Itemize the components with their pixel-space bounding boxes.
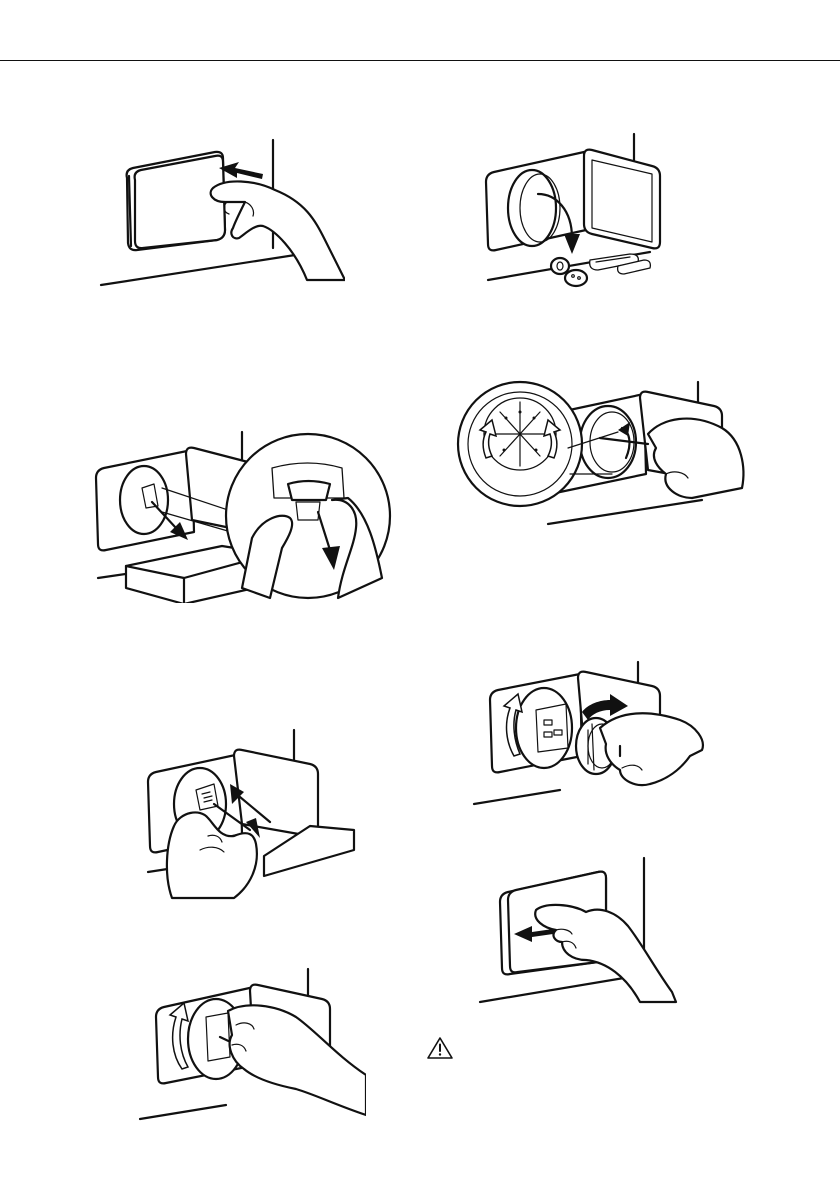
step-8-close-flap-illustration (476, 852, 686, 1007)
step-7-turn-filter-illustration (136, 965, 366, 1125)
step-1-open-flap-illustration (95, 130, 345, 295)
step-3-drain-water-illustration (92, 428, 402, 603)
page-top-rule (0, 60, 840, 61)
step-2-remove-objects-illustration (480, 130, 680, 300)
step-6-refit-filter-illustration (470, 660, 710, 810)
step-4-clean-filter-illustration (452, 378, 752, 533)
warning-triangle-icon (426, 1036, 454, 1060)
step-5-remove-filter-insert-illustration (144, 726, 364, 901)
